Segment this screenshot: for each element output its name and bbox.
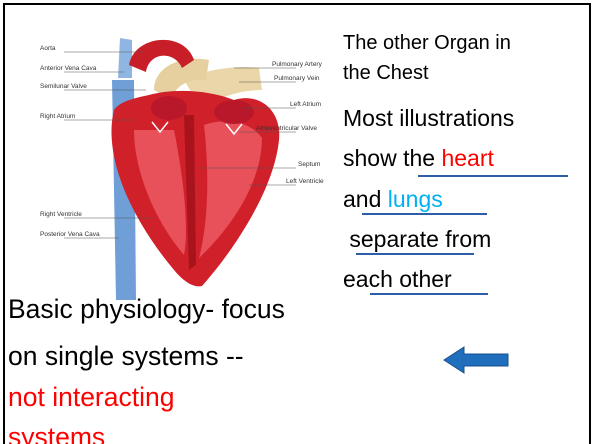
label-septum: Septum	[298, 161, 320, 168]
bottom-line-2: on single systems --	[8, 339, 244, 373]
label-anterior-vena-cava: Anterior Vena Cava	[40, 65, 97, 72]
heart-word: heart	[441, 145, 493, 171]
right-atrium-shape	[151, 96, 187, 120]
label-aorta: Aorta	[40, 45, 56, 52]
text-line-3: and lungs	[343, 184, 443, 215]
bottom-line-3: not interacting	[8, 380, 174, 414]
subtitle-line-1: The other Organ in	[343, 30, 511, 56]
text-line-4: separate from	[343, 224, 491, 255]
label-semilunar-valve: Semilunar Valve	[40, 83, 87, 90]
heart-illustration: Aorta Anterior Vena Cava Semilunar Valve…	[34, 20, 334, 302]
text-line-2: show the heart	[343, 143, 494, 174]
bottom-line-4: systems	[8, 420, 105, 444]
text-line-3-part-a: and	[343, 186, 388, 212]
left-atrium-shape	[214, 100, 254, 124]
heart-diagram: Aorta Anterior Vena Cava Semilunar Valve…	[34, 20, 334, 302]
bottom-line-1: Basic physiology- focus	[8, 292, 285, 326]
text-line-1: Most illustrations	[343, 103, 514, 134]
label-right-ventricle: Right Ventricle	[40, 211, 82, 218]
left-arrow-icon	[442, 345, 510, 375]
text-line-5: each other	[343, 264, 452, 295]
label-posterior-vena-cava: Posterior Vena Cava	[40, 231, 100, 238]
underline-heart	[418, 175, 568, 177]
label-right-atrium: Right Atrium	[40, 113, 75, 120]
text-line-2-part-a: show t	[343, 145, 409, 171]
underline-each-other	[370, 293, 488, 295]
label-pulmonary-vein: Pulmonary Vein	[274, 75, 320, 82]
label-atrioventricular-valve: Atrioventricular Valve	[256, 125, 317, 132]
text-line-2-part-b: he	[409, 145, 441, 171]
label-pulmonary-artery: Pulmonary Artery	[272, 61, 323, 68]
subtitle-line-2: the Chest	[343, 60, 429, 86]
underline-separate	[356, 253, 474, 255]
lungs-word: lungs	[388, 186, 443, 212]
underline-lungs	[362, 213, 487, 215]
label-left-atrium: Left Atrium	[290, 101, 321, 108]
label-left-ventricle: Left Ventricle	[286, 178, 324, 185]
